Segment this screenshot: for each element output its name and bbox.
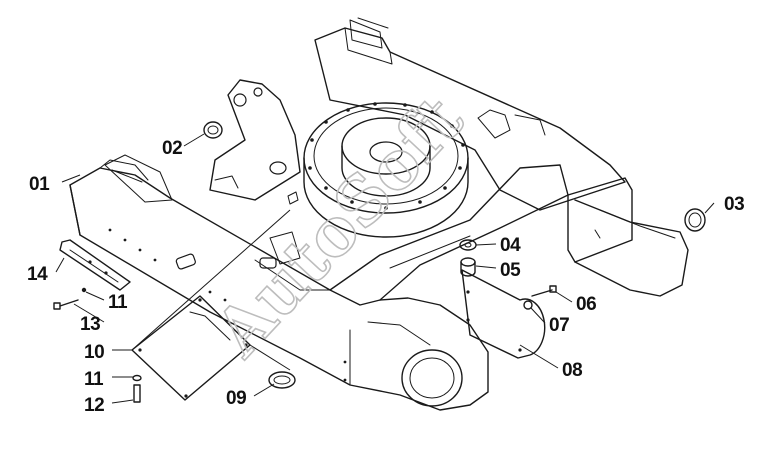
part-11-washer-lower — [132, 374, 142, 382]
small-pin — [287, 191, 299, 205]
part-02-seal-ring — [203, 121, 223, 139]
part-12-bolt — [133, 384, 141, 403]
part-03-seal-ring — [684, 208, 706, 232]
callout-11-lower: 11 — [84, 369, 104, 390]
callout-06: 06 — [576, 294, 596, 315]
part-13-bolt — [53, 299, 79, 310]
callout-labels: 01 02 03 04 05 06 07 08 09 10 11 12 13 1… — [27, 138, 745, 416]
part-05-plug — [460, 257, 476, 277]
leader-lines — [55, 133, 715, 404]
callout-11-upper: 11 — [108, 292, 128, 313]
callout-05: 05 — [500, 260, 521, 281]
callout-13: 13 — [80, 314, 100, 335]
part-11-washer-upper — [81, 287, 87, 293]
part-14-guard — [59, 239, 131, 291]
part-07-washer — [523, 300, 533, 310]
callout-02: 02 — [162, 138, 182, 159]
lower-frame-drawing — [69, 17, 689, 411]
callout-10: 10 — [84, 342, 104, 363]
part-09-seal — [268, 371, 296, 389]
callout-07: 07 — [549, 315, 569, 336]
callout-14: 14 — [27, 264, 48, 285]
callout-08: 08 — [562, 360, 582, 381]
callout-01: 01 — [29, 174, 50, 195]
callout-09: 09 — [226, 388, 246, 409]
callout-04: 04 — [500, 235, 521, 256]
part-08-cover-plate — [461, 269, 546, 359]
callout-12: 12 — [84, 395, 104, 416]
part-06-bolt — [531, 285, 557, 297]
ring-bolt-holes — [308, 102, 465, 210]
callout-03: 03 — [724, 194, 744, 215]
